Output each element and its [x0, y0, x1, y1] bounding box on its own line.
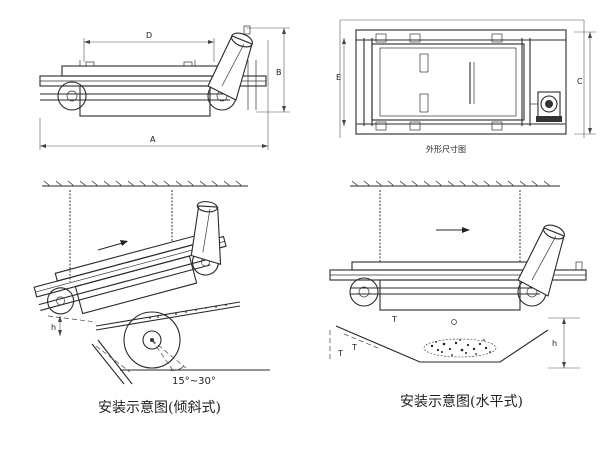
plan-view: C E 外形尺寸图	[336, 19, 596, 154]
svg-text:T: T	[391, 315, 397, 324]
horizontal-installation-view: h T T T 安装示意图(水平式)	[329, 180, 587, 410]
svg-text:T: T	[337, 349, 343, 358]
svg-text:T: T	[351, 343, 357, 352]
angle-range-label: 15°~30°	[172, 376, 216, 387]
dim-h-level-label: h	[552, 339, 557, 348]
side-elevation-view: D A B	[39, 25, 290, 150]
outline-caption: 外形尺寸图	[426, 144, 466, 154]
dim-a-label: A	[150, 135, 156, 144]
tilted-installation-view: h 15°~30° 安装示意图(倾斜式)	[33, 180, 270, 416]
dim-e-label: E	[336, 73, 341, 82]
dim-h-tilted-label: h	[51, 323, 56, 332]
material-heap	[423, 338, 497, 358]
dim-d-label: D	[146, 31, 152, 40]
tilted-install-caption: 安装示意图(倾斜式)	[98, 399, 221, 416]
motor-icon	[540, 95, 558, 113]
dim-b-label: B	[276, 68, 282, 77]
level-install-caption: 安装示意图(水平式)	[400, 393, 523, 410]
dim-c-label: C	[577, 77, 583, 86]
